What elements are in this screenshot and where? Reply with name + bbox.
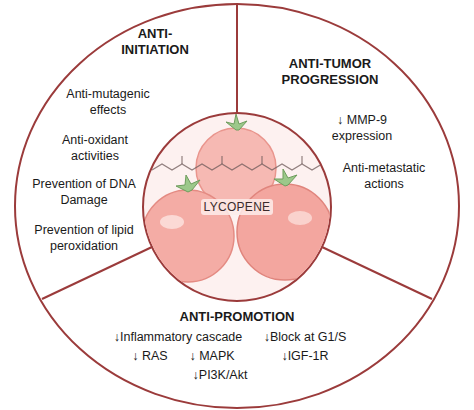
effect-item: ↓ MMP-9 expression [326, 112, 398, 144]
effect-item: ↓Inflammatory cascade [114, 329, 243, 345]
sector-heading: ANTI- INITIATION [115, 26, 195, 58]
tomato-illustration [142, 114, 333, 282]
effect-item: Anti-mutagenic effects [60, 86, 156, 118]
molecule-branch [261, 156, 262, 164]
divider-line [42, 247, 152, 299]
effect-item: ↓IGF-1R [281, 348, 328, 364]
effect-item: ↓ MAPK [189, 348, 234, 364]
tomato-leaf [226, 114, 247, 130]
molecule-branch [301, 156, 302, 164]
tomato-highlight [160, 215, 184, 229]
molecule-chain [152, 164, 322, 170]
sector-heading: ANTI-PROMOTION [157, 309, 317, 325]
effect-item: Prevention of lipid peroxidation [28, 222, 140, 254]
center-circle: LYCOPENE [143, 113, 331, 301]
molecule-branch [221, 156, 222, 164]
divider-line [236, 4, 238, 113]
effect-item: Anti-oxidant activities [52, 132, 138, 164]
effect-item: ↓ RAS [132, 348, 167, 364]
effect-item: ↓Block at G1/S [264, 329, 347, 345]
effect-item: Anti-metastatic actions [336, 160, 432, 192]
divider-line [322, 247, 432, 299]
effect-item: Prevention of DNA Damage [28, 176, 140, 208]
center-label: LYCOPENE [201, 199, 274, 215]
effect-item: ↓PI3K/Akt [193, 367, 248, 383]
tomato-highlight [288, 211, 312, 225]
sector-region: ANTI-PROMOTION ↓Inflammatory cascade ↓Bloc… [42, 247, 432, 408]
outer-circle [15, 4, 459, 408]
tomato-leaf [176, 175, 200, 192]
sector-heading: ANTI-TUMOR PROGRESSION [278, 56, 382, 88]
molecule-branch [181, 156, 182, 164]
tomato-leaf [274, 169, 297, 186]
